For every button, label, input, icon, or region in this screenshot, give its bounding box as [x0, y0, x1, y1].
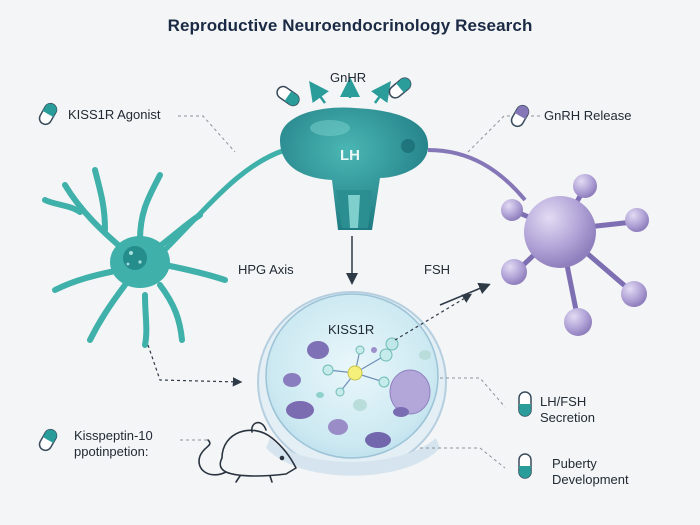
capsule-icon [518, 391, 532, 417]
hpg-axis-label: HPG Axis [238, 262, 294, 277]
molecule-icon [501, 174, 649, 336]
kiss1r-label: KISS1R [328, 322, 375, 337]
pituitary-icon [280, 107, 429, 230]
capsule-icon [38, 102, 58, 126]
mouse-icon [198, 421, 297, 483]
capsule-icon [510, 104, 530, 128]
lh-label: LH [340, 147, 360, 164]
puberty-label-line2: Development [552, 472, 629, 487]
petri-dish-icon [257, 291, 447, 476]
fsh-label: FSH [424, 262, 450, 277]
kisspeptin-label-line1: Kisspeptin-10 [74, 428, 153, 443]
puberty-label-line1: Puberty [552, 456, 597, 471]
kisspeptin-label-line2: ppotinpetion: [74, 444, 149, 459]
gnhr-label: GnHR [330, 70, 367, 85]
capsule-icon [276, 85, 300, 107]
lh-fsh-label-line1: LH/FSH [540, 394, 587, 409]
lh-fsh-label-line2: Secretion [540, 410, 595, 425]
capsule-icon [388, 77, 412, 99]
neuron-icon [42, 147, 288, 348]
capsule-icon [518, 453, 532, 479]
kiss1r-agonist-label: KISS1R Agonist [68, 107, 161, 122]
gnrh-release-label: GnRH Release [544, 108, 632, 123]
capsule-icon [38, 428, 58, 452]
signal-arrows [309, 77, 391, 104]
page-title: Reproductive Neuroendocrinology Research [167, 16, 533, 35]
